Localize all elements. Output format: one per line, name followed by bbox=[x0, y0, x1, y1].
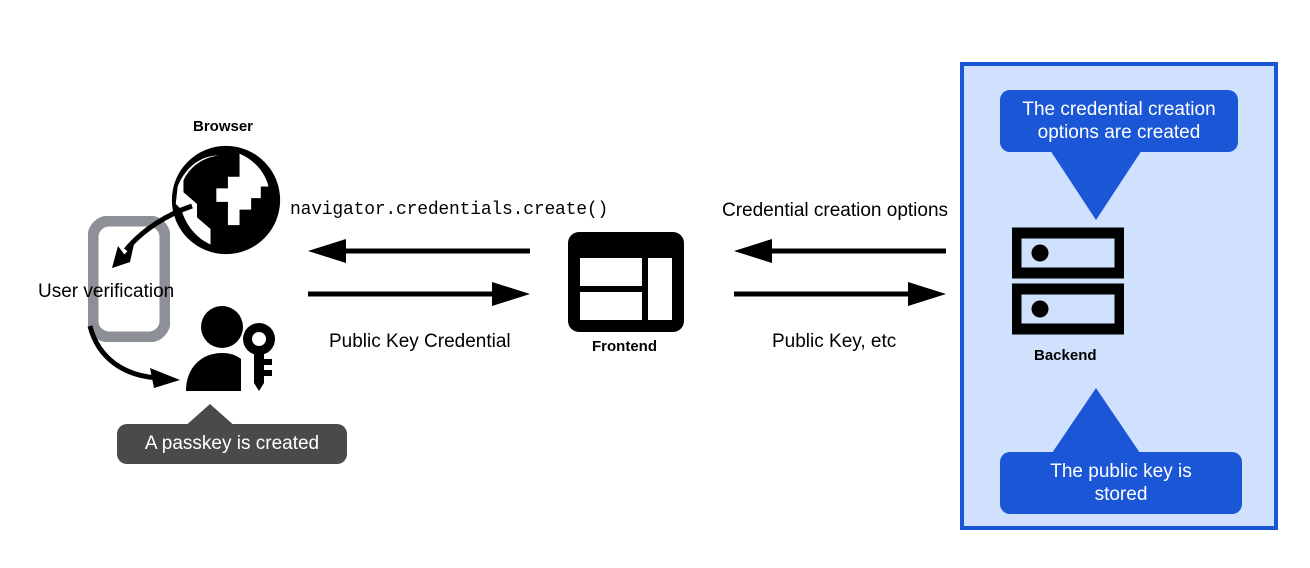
arrow-frontend-to-backend bbox=[734, 282, 946, 306]
web-layout-icon bbox=[568, 232, 684, 332]
public-key-credential-label: Public Key Credential bbox=[329, 331, 511, 352]
tooltip-public-key-stored: The public key is stored bbox=[1000, 452, 1242, 514]
frontend-label: Frontend bbox=[592, 338, 657, 355]
globe-icon bbox=[171, 145, 281, 255]
arrow-frontend-to-browser bbox=[308, 239, 530, 263]
backend-label: Backend bbox=[1034, 347, 1097, 364]
arrow-browser-to-phone bbox=[112, 203, 193, 268]
user-verification-label: User verification bbox=[38, 281, 175, 302]
credential-creation-options-label: Credential creation options bbox=[722, 200, 949, 221]
tooltip-credential-options-created: The credential creation options are crea… bbox=[1000, 90, 1238, 152]
arrow-phone-to-user bbox=[87, 325, 180, 388]
tooltip-public-key-text: The public key is stored bbox=[1050, 460, 1192, 505]
public-key-etc-label: Public Key, etc bbox=[772, 331, 897, 352]
tooltip-passkey-created: A passkey is created bbox=[117, 424, 347, 464]
browser-label: Browser bbox=[193, 118, 254, 135]
arrow-backend-to-frontend bbox=[734, 239, 946, 263]
navigator-create-label: navigator.credentials.create() bbox=[290, 200, 609, 220]
tooltip-credential-options-text: The credential creation options are crea… bbox=[1022, 98, 1216, 143]
person-with-key-icon bbox=[186, 306, 275, 391]
arrow-browser-to-frontend bbox=[308, 282, 530, 306]
smartphone-icon bbox=[88, 216, 170, 342]
server-rack-icon bbox=[1012, 227, 1124, 335]
